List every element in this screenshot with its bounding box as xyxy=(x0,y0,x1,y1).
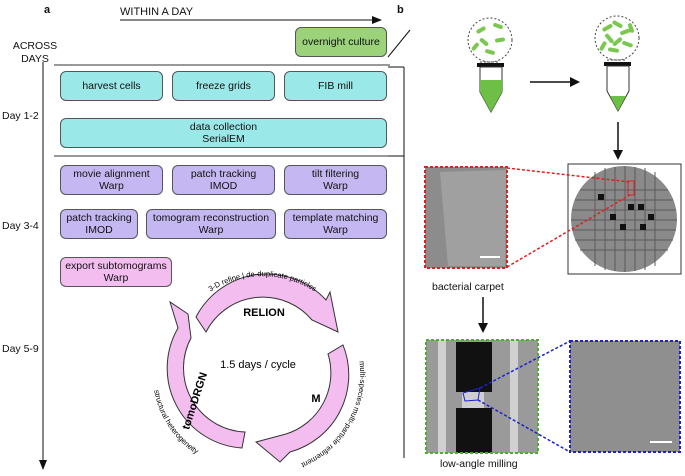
movie-alignment-box: movie alignment Warp xyxy=(60,165,163,195)
export-subtomograms-tool: Warp xyxy=(103,272,129,284)
patch-tracking-text-2: patch tracking xyxy=(66,212,132,224)
zoom-blue-top xyxy=(479,340,571,389)
bacterial-carpet-scalebar xyxy=(480,256,500,258)
across-days-line1: ACROSS xyxy=(12,40,58,52)
panel-b-label: b xyxy=(397,4,404,16)
arrow-to-milling-head xyxy=(478,323,488,333)
relion-label: RELION xyxy=(243,307,285,319)
movie-alignment-text: movie alignment xyxy=(73,168,150,180)
template-matching-box: template matching Warp xyxy=(284,209,387,239)
arrow-to-grid-head xyxy=(613,150,623,160)
across-days-line2: DAYS xyxy=(21,53,49,65)
tomogram-reconstruction-text: tomogram reconstruction xyxy=(152,212,270,224)
day-label-3-4: Day 3-4 xyxy=(2,220,39,232)
zoom-red-top xyxy=(506,167,631,183)
across-days-arrowhead xyxy=(39,460,47,470)
panel-a-label: a xyxy=(44,4,51,16)
movie-alignment-tool: Warp xyxy=(99,180,124,192)
export-subtomograms-text: export subtomograms xyxy=(65,260,167,272)
overnight-culture-box: overnight culture xyxy=(295,27,387,57)
serialem-text: SerialEM xyxy=(202,133,245,145)
fib-mill-text: FIB mill xyxy=(318,80,353,92)
template-matching-text: template matching xyxy=(292,212,379,224)
bacterial-carpet-label: bacterial carpet xyxy=(432,281,504,293)
zoom-red-bottom xyxy=(506,194,631,268)
tomodrgn-arc xyxy=(166,300,246,449)
grid-overview-dark-squares xyxy=(598,194,654,230)
grid-overview-image xyxy=(571,166,677,272)
patch-tracking-box-1: patch tracking IMOD xyxy=(172,165,275,195)
milling-trench-bottom xyxy=(456,408,492,453)
patch-tracking-tool-1: IMOD xyxy=(209,180,238,192)
bacterial-carpet-frame xyxy=(424,166,508,269)
bacterial-carpet-surface xyxy=(440,170,506,266)
culture-tube-1-icon xyxy=(467,17,513,114)
zoom-line-top xyxy=(387,29,411,58)
patch-tracking-box-2: patch tracking IMOD xyxy=(60,209,138,239)
patch-tracking-text-1: patch tracking xyxy=(190,168,257,180)
cycle-center-label: 1.5 days / cycle xyxy=(220,359,296,371)
milling-edge-left xyxy=(438,340,446,453)
arrow-centrifuge-head xyxy=(570,77,580,87)
tomogram-reconstruction-box: tomogram reconstruction Warp xyxy=(146,209,276,239)
patch-tracking-tool-2: IMOD xyxy=(85,224,113,236)
lamella-zoom-image xyxy=(570,341,680,452)
tilt-filtering-text: tilt filtering xyxy=(311,168,360,180)
milling-trench-top xyxy=(456,342,492,392)
across-days-label: ACROSS DAYS xyxy=(4,40,66,66)
m-arc xyxy=(254,344,350,463)
template-matching-tool: Warp xyxy=(323,224,348,236)
fib-mill-box: FIB mill xyxy=(284,71,387,101)
culture-tube-2-icon xyxy=(594,15,640,113)
lamella-zoom-frame xyxy=(569,340,681,453)
tilt-filtering-tool: Warp xyxy=(323,180,348,192)
low-angle-milling-frame xyxy=(425,339,539,454)
relion-arc xyxy=(195,273,339,333)
within-a-day-label: WITHIN A DAY xyxy=(120,6,194,18)
freeze-grids-text: freeze grids xyxy=(196,80,251,92)
low-angle-milling-label: low-angle milling xyxy=(440,458,518,470)
freeze-grids-box: freeze grids xyxy=(172,71,275,101)
export-subtomograms-box: export subtomograms Warp xyxy=(60,257,172,287)
refinement-cycle-diagram: 1.5 days / cycle RELION M tomoDRGN 3-D r… xyxy=(152,269,367,470)
zoom-red-target xyxy=(627,180,635,196)
day-label-1-2: Day 1-2 xyxy=(2,110,39,122)
zoom-blue-bottom xyxy=(477,399,571,453)
harvest-cells-box: harvest cells xyxy=(60,71,163,101)
within-a-day-arrowhead xyxy=(372,16,382,24)
data-collection-text: data collection xyxy=(189,121,258,133)
day-label-5-9: Day 5-9 xyxy=(2,343,39,355)
overnight-culture-text: overnight culture xyxy=(302,36,380,48)
data-collection-box: data collection SerialEM xyxy=(60,118,387,148)
harvest-cells-text: harvest cells xyxy=(82,80,141,92)
lamella-zoom-scalebar xyxy=(650,441,672,443)
m-label: M xyxy=(311,393,320,405)
milling-edge-right xyxy=(510,340,518,453)
tomogram-reconstruction-tool: Warp xyxy=(198,224,224,236)
tilt-filtering-box: tilt filtering Warp xyxy=(284,165,387,195)
